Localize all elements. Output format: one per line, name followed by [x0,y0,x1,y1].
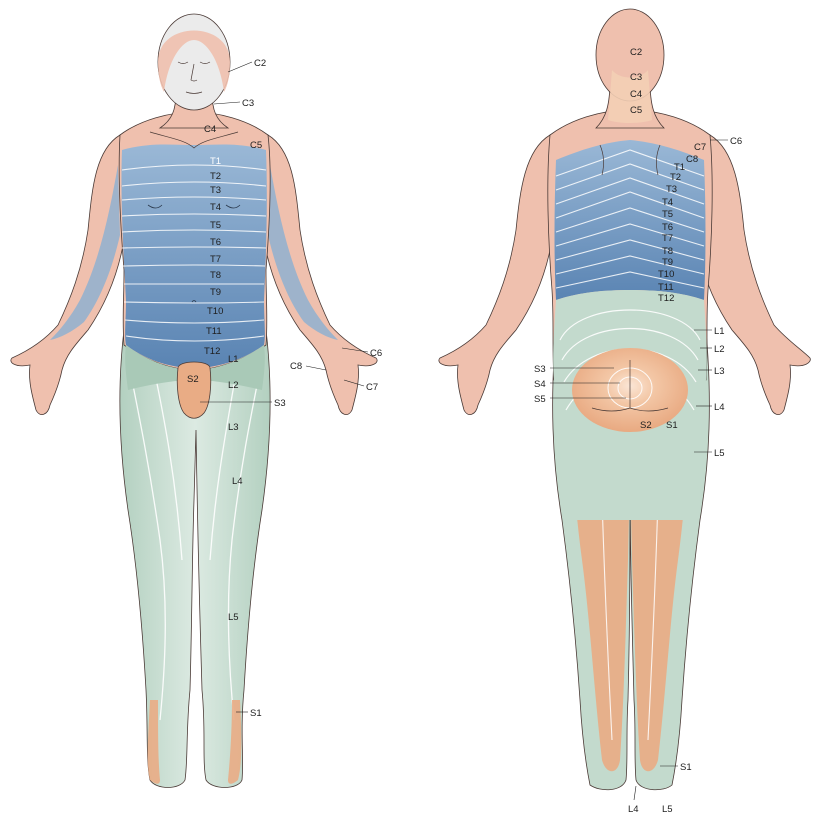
front-thoracic-label: T5 [210,220,221,231]
back-foot-label-l5: L5 [662,804,673,815]
back-lumbar-label: L5 [714,448,725,459]
back-figure [439,9,810,790]
back-thoracic-label: T9 [662,257,673,268]
front-label-c2: C2 [254,58,266,69]
back-thoracic-label: T7 [662,233,673,244]
front-label-s2: S2 [187,374,199,385]
front-label-l4: L4 [232,476,243,487]
front-label-l3: L3 [228,422,239,433]
front-thoracic-label: T8 [210,270,221,281]
back-cervical-label: C8 [686,154,698,165]
back-sacral-label: S4 [534,379,546,390]
front-figure [11,14,377,788]
front-thoracic-label: T11 [206,326,222,337]
back-lumbar-label: L1 [714,326,725,337]
front-label-c4: C4 [204,124,216,135]
front-thoracic-label: T10 [207,306,223,317]
front-thoracic-label: T12 [204,346,220,357]
back-thoracic-label: T12 [658,293,674,304]
front-label-s1: S1 [250,708,262,719]
front-thoracic-label: T2 [210,171,221,182]
back-cervical-label: C7 [694,142,706,153]
back-thoracic-label: T11 [658,282,674,293]
back-foot-label-s1: S1 [680,762,692,773]
front-label-c7: C7 [366,382,378,393]
back-label-s2: S2 [640,420,652,431]
front-thoracic-label: T6 [210,237,221,248]
front-label-l5: L5 [228,612,239,623]
back-thoracic-label: T2 [670,172,681,183]
front-thoracic-label: T3 [210,185,221,196]
back-foot-label-l4: L4 [628,804,639,815]
back-cervical-label: C2 [630,47,642,58]
back-cervical-label: C3 [630,72,642,83]
back-label-s1: S1 [666,420,678,431]
back-thoracic-label: T6 [662,222,673,233]
front-thoracic-label: T1 [210,156,221,167]
back-thoracic-label: T3 [666,184,677,195]
back-lumbar-label: L3 [714,366,725,377]
front-label-l1: L1 [228,354,239,365]
back-sacral-label: S5 [534,394,546,405]
front-label-c8: C8 [290,361,302,372]
front-thoracic-label: T4 [210,202,221,213]
back-lumbar-label: L4 [714,402,725,413]
front-label-c3: C3 [242,98,254,109]
back-thoracic-label: T8 [662,246,673,257]
back-cervical-label: C4 [630,89,642,100]
back-thoracic-label: T4 [662,197,673,208]
front-label-c5: C5 [250,140,262,151]
front-genital-s2 [177,362,211,418]
back-cervical-label: C6 [730,136,742,147]
back-lumbar-label: L2 [714,344,725,355]
back-thoracic-label: T10 [658,269,674,280]
back-cervical-label: C5 [630,105,642,116]
front-label-c6: C6 [370,348,382,359]
front-thoracic-region [121,144,266,368]
front-label-l2: L2 [228,380,239,391]
front-thoracic-label: T9 [210,287,221,298]
front-label-s3: S3 [274,398,286,409]
front-thoracic-label: T7 [210,254,221,265]
back-sacral-label: S3 [534,364,546,375]
back-thoracic-label: T5 [662,209,673,220]
